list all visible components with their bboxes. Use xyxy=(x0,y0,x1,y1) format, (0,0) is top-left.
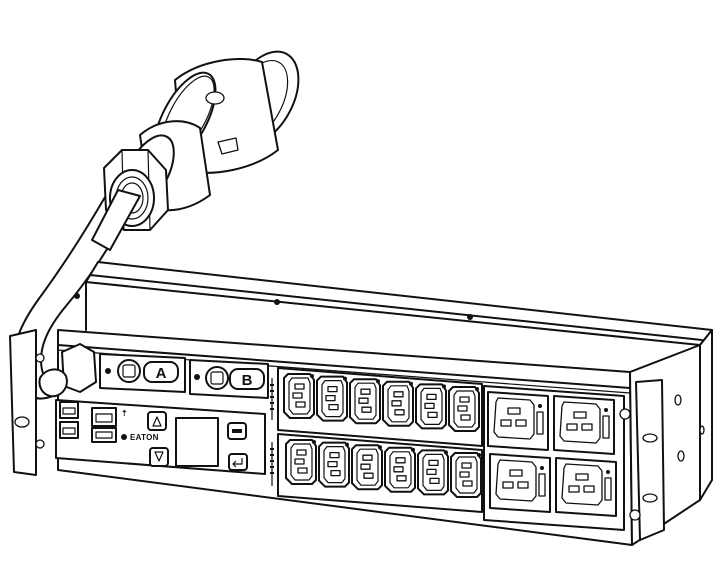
network-port-upper[interactable] xyxy=(91,407,117,427)
down-button[interactable] xyxy=(149,447,169,467)
c13-outlet-bottom-3[interactable] xyxy=(351,444,383,491)
breaker-a[interactable]: A xyxy=(117,359,179,383)
c13-outlet-bottom-2[interactable] xyxy=(318,441,350,488)
brand-logo: EATON xyxy=(130,433,159,442)
c13-outlet-top-4[interactable] xyxy=(382,380,414,427)
c13-outlet-top-1[interactable] xyxy=(283,373,315,419)
c19-outlet-bottom-1[interactable] xyxy=(489,453,551,513)
escape-button[interactable] xyxy=(227,422,247,440)
lcd-display xyxy=(175,417,219,467)
breaker-panel: A B xyxy=(99,353,269,399)
c13-outlet-top-3[interactable] xyxy=(349,378,381,425)
breaker-a-label: A xyxy=(156,365,167,382)
c19-outlets xyxy=(487,391,617,517)
c13-outlet-top-6[interactable] xyxy=(448,386,480,432)
breaker-b[interactable]: B xyxy=(205,366,265,390)
c19-outlet-top-2[interactable] xyxy=(553,395,615,455)
c13-outlet-bottom-1[interactable] xyxy=(285,439,317,485)
up-button[interactable] xyxy=(147,411,167,431)
c13-outlet-bottom-5[interactable] xyxy=(417,449,449,496)
c13-outlet-top-2[interactable] xyxy=(316,375,348,422)
c13-outlets-bottom-row xyxy=(285,439,482,498)
enter-button[interactable] xyxy=(228,453,248,471)
c19-outlet-top-1[interactable] xyxy=(487,391,549,451)
control-panel: ⇡ EATON xyxy=(55,399,266,475)
input-plug xyxy=(91,50,300,251)
cable-gland xyxy=(35,343,97,398)
network-port-lower[interactable] xyxy=(91,427,117,443)
breaker-b-label: B xyxy=(242,372,253,389)
c13-outlet-bottom-6[interactable] xyxy=(450,452,482,498)
c13-outlet-top-5[interactable] xyxy=(415,383,447,430)
c13-outlet-bottom-4[interactable] xyxy=(384,446,416,493)
c13-outlets-top-row xyxy=(283,373,480,432)
side-port-upper[interactable] xyxy=(59,401,79,419)
side-port-lower[interactable] xyxy=(59,421,79,439)
network-icon: ⇡ xyxy=(121,409,128,418)
c19-outlet-bottom-2[interactable] xyxy=(555,457,617,517)
